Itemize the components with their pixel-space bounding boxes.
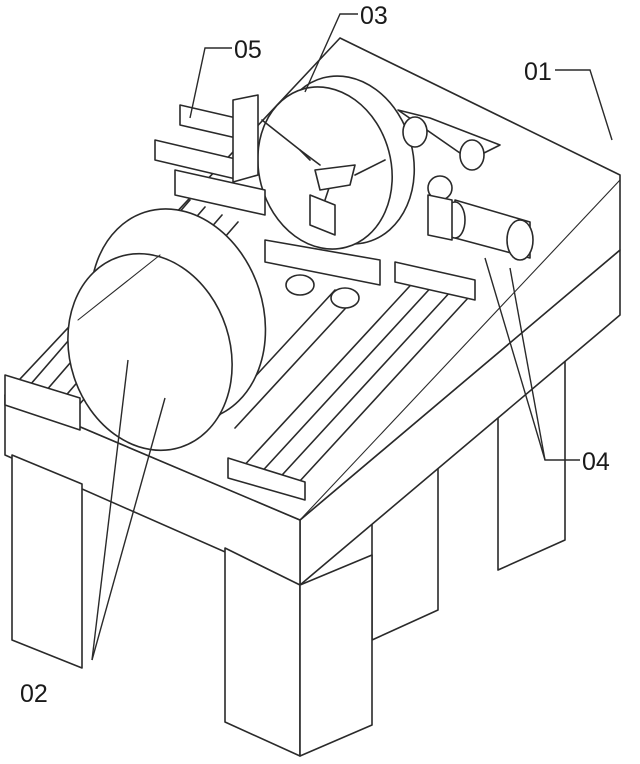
leader-03 [304,13,358,93]
motor-assembly [397,109,534,261]
part-labels: 01 03 05 04 02 [20,2,610,708]
leader-01 [555,69,613,141]
label-05: 05 [234,36,262,64]
chuck-assembly [257,75,416,250]
leader-lines [91,13,613,661]
leader-05 [189,47,232,119]
label-04: 04 [582,448,610,476]
leader-02b [91,359,129,661]
bracket-assembly [154,94,266,216]
leader-02 [91,397,166,661]
label-03: 03 [360,2,388,30]
label-01: 01 [524,58,552,86]
disc-assembly [67,208,267,452]
label-02: 02 [20,680,48,708]
leader-04b [509,267,546,461]
